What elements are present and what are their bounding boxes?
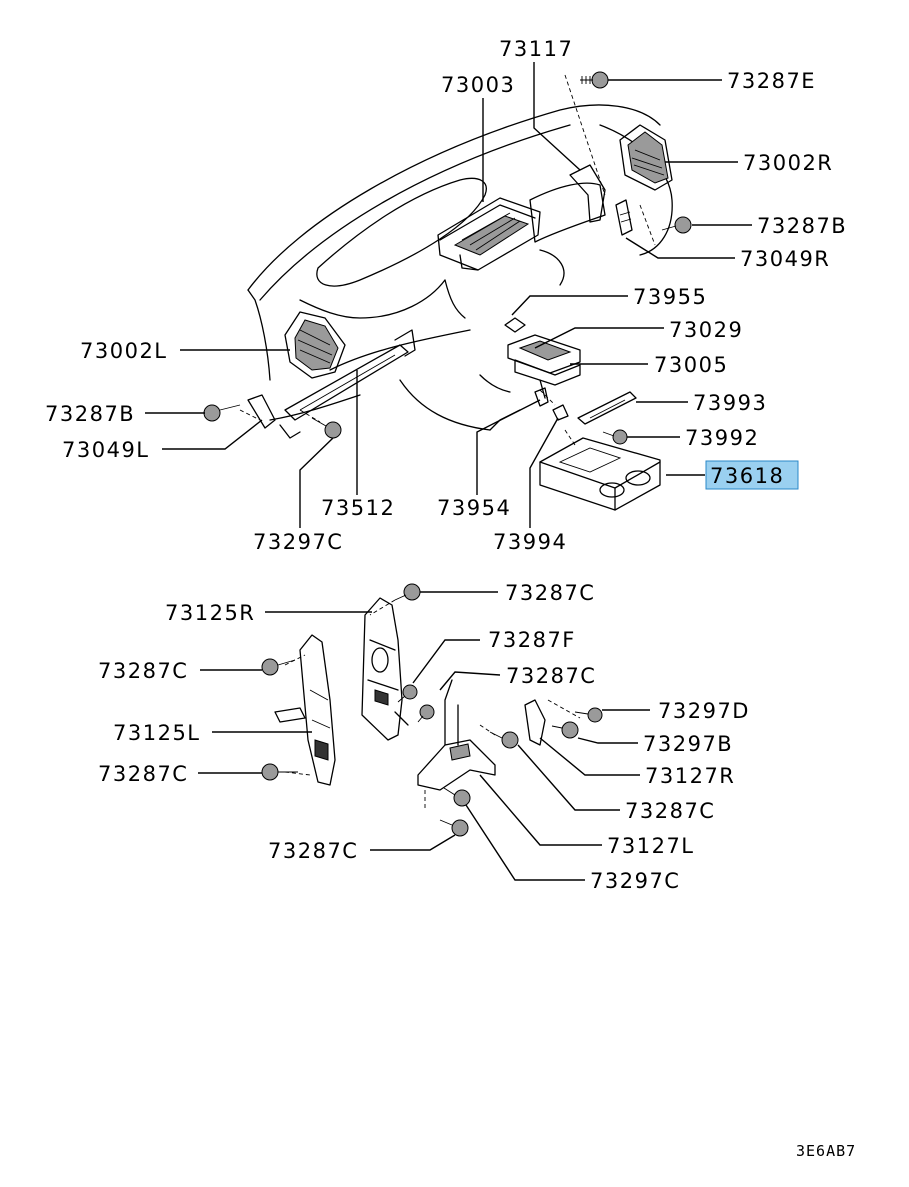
harness-73993: [577, 391, 637, 425]
screw-73992: [602, 429, 628, 445]
label-73029: 73029: [669, 318, 743, 342]
label-73994: 73994: [493, 530, 567, 554]
part-labels: 73117 73003 73287E 73002R 73287B 73049R …: [45, 37, 847, 893]
label-73512: 73512: [321, 496, 395, 520]
screw-73297D: [574, 707, 603, 723]
label-73287C-4: 73287C: [98, 762, 188, 786]
label-73955: 73955: [633, 285, 707, 309]
bracket-73125R: [361, 597, 409, 741]
label-73297C-bottom: 73297C: [590, 869, 680, 893]
diagram-code: 3E6AB7: [796, 1142, 856, 1160]
label-73002L: 73002L: [80, 339, 168, 363]
label-73125L: 73125L: [113, 721, 201, 745]
label-73287C-2: 73287C: [98, 659, 188, 683]
label-73287C-5: 73287C: [625, 799, 715, 823]
bolt-73287C-4: [261, 763, 298, 781]
label-73287F: 73287F: [488, 628, 576, 652]
label-73005: 73005: [654, 353, 728, 377]
label-73287C-1: 73287C: [505, 581, 595, 605]
center-vent-73003: [437, 197, 541, 271]
bracket-73117: [569, 164, 606, 223]
left-vent-73002L: [284, 311, 346, 379]
bolt-73287C-3: [417, 704, 435, 723]
label-73049R: 73049R: [740, 247, 830, 271]
label-73297D: 73297D: [658, 699, 750, 723]
clip-73994: [552, 404, 569, 421]
bolt-73287C-2: [261, 658, 296, 676]
bolt-73287E: [580, 71, 609, 89]
label-73993: 73993: [693, 391, 767, 415]
bolt-73287F: [397, 684, 418, 703]
bracket-73049R: [615, 199, 633, 236]
label-73125R: 73125R: [165, 601, 255, 625]
leader-lines: [145, 62, 752, 881]
label-73618: 73618: [710, 464, 784, 488]
label-73287B-left: 73287B: [45, 402, 135, 426]
bolt-73287C-1: [394, 583, 421, 601]
bracket-73049L: [247, 394, 276, 429]
bracket-73127L: [417, 679, 496, 791]
label-73002R: 73002R: [743, 151, 833, 175]
screw-73297C-bottom: [443, 787, 471, 807]
highlight-73618: [705, 460, 799, 490]
label-73287B-right: 73287B: [757, 214, 847, 238]
screw-73297B: [551, 721, 579, 739]
label-73992: 73992: [685, 426, 759, 450]
label-73287E: 73287E: [727, 69, 816, 93]
label-73127R: 73127R: [645, 764, 735, 788]
label-73297C-top: 73297C: [253, 530, 343, 554]
bolt-73287C-6: [439, 819, 469, 837]
bolt-73287B-right: [661, 216, 692, 234]
alignment-lines: [239, 74, 656, 810]
label-73297B: 73297B: [643, 732, 733, 756]
clip-73955: [504, 317, 526, 333]
label-73287C-6: 73287C: [268, 839, 358, 863]
bracket-73127R: [524, 699, 546, 746]
label-73003: 73003: [441, 73, 515, 97]
label-73954: 73954: [437, 496, 511, 520]
label-73117: 73117: [499, 37, 573, 61]
label-73287C-3: 73287C: [506, 664, 596, 688]
switch-panel-73029: [507, 334, 581, 374]
bolt-73287B-left: [203, 404, 241, 422]
panel-73618: [539, 437, 661, 511]
bracket-73125L: [274, 634, 336, 786]
bracket-73512: [279, 329, 416, 439]
dashboard-panel: [247, 104, 673, 431]
label-73049L: 73049L: [62, 438, 150, 462]
right-vent-73002R: [619, 124, 673, 191]
fastener-73954: [534, 387, 549, 407]
label-73127L: 73127L: [607, 834, 695, 858]
screw-73297C-top: [311, 417, 342, 439]
